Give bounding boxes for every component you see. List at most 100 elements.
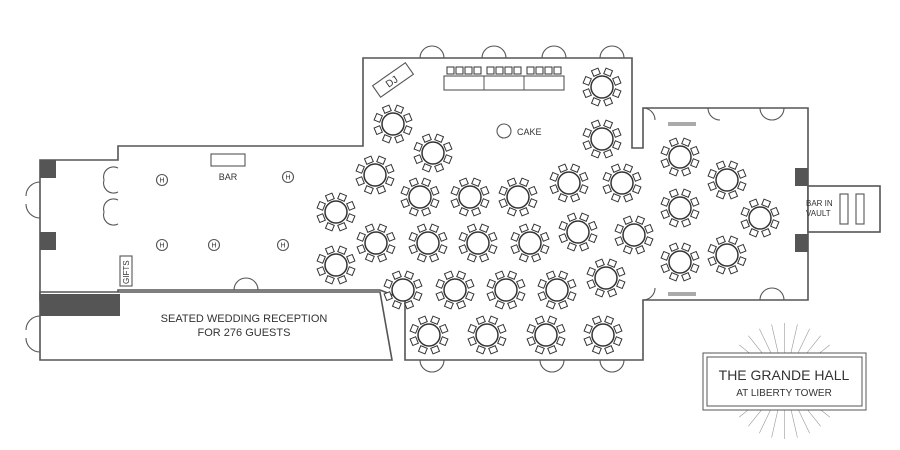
chair [588, 220, 598, 231]
gifts-label: GIFTS [122, 260, 131, 284]
table-top [715, 168, 739, 192]
chair [506, 177, 517, 187]
chair [635, 245, 646, 255]
caption-line2: FOR 276 GUESTS [198, 327, 291, 339]
chair [586, 266, 596, 277]
chair [458, 231, 468, 242]
chair [728, 235, 739, 245]
chair [480, 185, 490, 196]
chair [494, 270, 505, 280]
chair [417, 345, 428, 355]
pillar [40, 160, 56, 178]
chair [690, 158, 700, 169]
chair [438, 244, 448, 255]
chair [383, 291, 393, 302]
round-table [583, 315, 623, 355]
round-table [510, 223, 550, 263]
chair [363, 185, 374, 195]
round-table [707, 235, 747, 275]
vault-bar-label-line1: BAR IN [806, 199, 833, 208]
chair [443, 270, 454, 280]
table-top [668, 250, 692, 274]
round-table [316, 245, 356, 285]
chair [498, 185, 508, 196]
highboy-label: H [211, 243, 216, 250]
stage-area [443, 66, 565, 91]
chair [479, 253, 490, 263]
round-table [660, 188, 700, 228]
round-table [582, 67, 622, 107]
chair [531, 223, 542, 233]
vault-bar-counter [855, 193, 865, 225]
chair [364, 253, 375, 263]
chair [337, 275, 348, 285]
cake-station: CAKE [496, 123, 542, 139]
round-table [740, 198, 780, 238]
chair [519, 207, 530, 217]
chair [613, 323, 623, 334]
chair [383, 278, 393, 289]
chair [737, 256, 747, 267]
chair [465, 278, 475, 289]
chair [761, 198, 772, 208]
logo-frame-inner [706, 356, 863, 407]
door [102, 198, 119, 226]
chair [715, 160, 726, 170]
chair [435, 291, 445, 302]
chair [316, 200, 326, 211]
chair [748, 228, 759, 238]
chair [467, 323, 477, 334]
chair [471, 177, 482, 187]
chair [381, 104, 392, 114]
highboy-label: H [159, 178, 164, 185]
chair [408, 231, 418, 242]
chair [400, 198, 410, 209]
structural-blocks [40, 122, 808, 316]
chair [377, 223, 388, 233]
highboy-table: H [155, 238, 169, 252]
chair [579, 184, 589, 195]
chair [668, 167, 679, 177]
chair [582, 140, 592, 151]
chair [488, 315, 499, 325]
chair [540, 244, 550, 255]
round-table [413, 133, 453, 173]
chair [588, 233, 598, 244]
round-table [660, 242, 700, 282]
door [642, 287, 656, 301]
chair [748, 198, 759, 208]
chair [622, 215, 633, 225]
table-top [475, 323, 499, 347]
table-top [518, 231, 542, 255]
table-top [416, 231, 440, 255]
chair [471, 207, 482, 217]
chair [607, 288, 618, 298]
dj-booth: DJ [371, 62, 415, 98]
chair [690, 209, 700, 220]
chair [707, 181, 717, 192]
chair [690, 250, 700, 261]
chair [681, 188, 692, 198]
chair [737, 168, 747, 179]
chair [566, 242, 577, 252]
stage-seat [446, 66, 455, 75]
chair [607, 258, 618, 268]
chair [439, 336, 449, 347]
chair [570, 193, 581, 203]
chair [450, 185, 460, 196]
chair [443, 154, 453, 165]
chair [740, 219, 750, 230]
chair [603, 119, 614, 129]
chair [612, 127, 622, 138]
chair [498, 198, 508, 209]
chair [668, 188, 679, 198]
chair [586, 279, 596, 290]
chair [506, 207, 517, 217]
chair [668, 137, 679, 147]
main-bar: BAR [210, 153, 246, 182]
venue-logo: THE GRANDE HALL AT LIBERTY TOWER [702, 323, 867, 439]
chair [456, 300, 467, 310]
chair [566, 212, 577, 222]
chair [570, 163, 581, 173]
chair [537, 291, 547, 302]
